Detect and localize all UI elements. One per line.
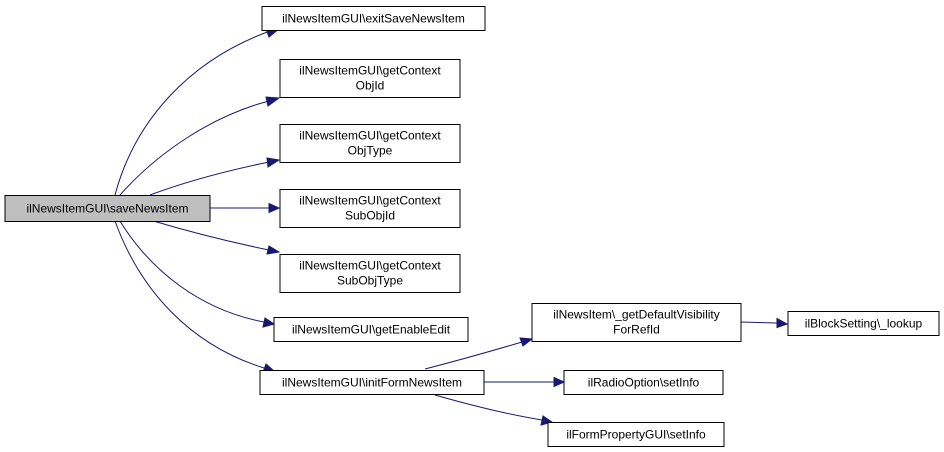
svg-text:ilRadioOption\setInfo: ilRadioOption\setInfo [588, 376, 700, 390]
edge-save-to-init-form [114, 220, 276, 373]
edge-init-to-radio-info [484, 376, 566, 388]
svg-text:ObjId: ObjId [356, 79, 385, 93]
svg-text:ilNewsItemGUI\getContext: ilNewsItemGUI\getContext [299, 259, 441, 273]
edge-init-to-form-property-info [434, 394, 554, 426]
edge-init-to-default-visibility [424, 337, 534, 370]
node-form-property-set-info[interactable]: ilFormPropertyGUI\setInfo [547, 422, 725, 447]
node-get-context-obj-type[interactable]: ilNewsItemGUI\getContext ObjType [279, 124, 461, 163]
svg-text:ObjType: ObjType [348, 144, 393, 158]
edge-save-to-exit [114, 27, 282, 196]
edge-save-to-sub-obj-id [210, 202, 281, 214]
node-get-default-visibility[interactable]: ilNewsItem\_getDefaultVisibility ForRefI… [531, 303, 742, 342]
node-get-enable-edit[interactable]: ilNewsItemGUI\getEnableEdit [273, 317, 469, 342]
svg-text:ForRefId: ForRefId [613, 323, 660, 337]
node-get-context-sub-obj-type[interactable]: ilNewsItemGUI\getContext SubObjType [279, 254, 461, 293]
edge-save-to-obj-id [119, 96, 281, 196]
node-get-context-sub-obj-id[interactable]: ilNewsItemGUI\getContext SubObjId [279, 189, 461, 228]
svg-text:ilNewsItemGUI\getContext: ilNewsItemGUI\getContext [299, 64, 441, 78]
edge-save-to-enable-edit [119, 220, 276, 328]
edge-default-visibility-to-lookup [740, 317, 789, 329]
node-exit-save-news-item[interactable]: ilNewsItemGUI\exitSaveNewsItem [261, 6, 486, 31]
svg-text:ilFormPropertyGUI\setInfo: ilFormPropertyGUI\setInfo [566, 428, 706, 442]
svg-text:ilNewsItem\_getDefaultVisibili: ilNewsItem\_getDefaultVisibility [553, 308, 720, 322]
node-get-context-obj-id[interactable]: ilNewsItemGUI\getContext ObjId [279, 59, 461, 98]
edge-save-to-obj-type [149, 157, 281, 196]
svg-text:ilNewsItemGUI\exitSaveNewsItem: ilNewsItemGUI\exitSaveNewsItem [282, 12, 465, 26]
node-radio-option-set-info[interactable]: ilRadioOption\setInfo [563, 370, 724, 395]
svg-text:ilNewsItemGUI\getContext: ilNewsItemGUI\getContext [299, 194, 441, 208]
svg-text:SubObjType: SubObjType [337, 274, 403, 288]
node-init-form-news-item[interactable]: ilNewsItemGUI\initFormNewsItem [259, 370, 485, 395]
edge-save-to-sub-obj-type [149, 219, 281, 255]
svg-text:ilNewsItemGUI\getContext: ilNewsItemGUI\getContext [299, 129, 441, 143]
node-block-setting-lookup[interactable]: ilBlockSetting\_lookup [787, 311, 940, 336]
node-save-news-item[interactable]: ilNewsItemGUI\saveNewsItem [4, 195, 211, 222]
svg-text:ilNewsItemGUI\saveNewsItem: ilNewsItemGUI\saveNewsItem [26, 202, 188, 216]
svg-text:SubObjId: SubObjId [345, 209, 395, 223]
svg-text:ilBlockSetting\_lookup: ilBlockSetting\_lookup [805, 317, 923, 331]
svg-text:ilNewsItemGUI\initFormNewsItem: ilNewsItemGUI\initFormNewsItem [282, 376, 462, 390]
svg-text:ilNewsItemGUI\getEnableEdit: ilNewsItemGUI\getEnableEdit [292, 323, 451, 337]
